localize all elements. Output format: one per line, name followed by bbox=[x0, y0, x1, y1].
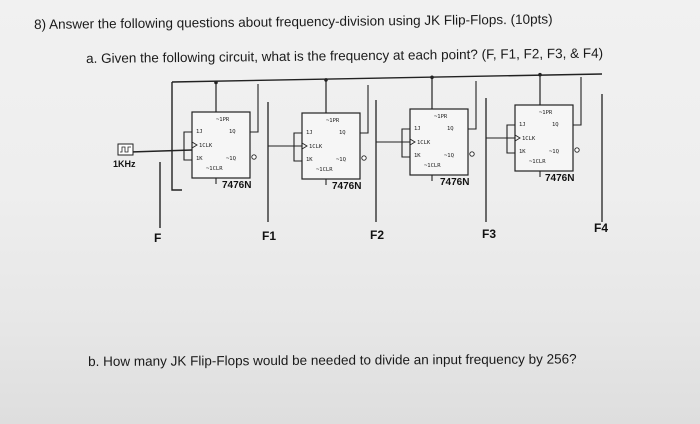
junction-dot bbox=[538, 72, 542, 77]
q-bar-bubble bbox=[251, 154, 257, 160]
flip-flop-body bbox=[514, 104, 574, 172]
clock-marker bbox=[514, 134, 521, 142]
jk-tie-wire bbox=[293, 132, 302, 162]
q-output-wire bbox=[360, 85, 369, 134]
clk-pin-label: 1CLK bbox=[417, 140, 431, 146]
input-pulse-icon bbox=[117, 143, 134, 156]
flip-flop-body bbox=[409, 108, 469, 176]
k-pin-label: 1K bbox=[519, 149, 526, 155]
junction-dot bbox=[324, 78, 328, 82]
point-label-f4: F4 bbox=[594, 221, 608, 235]
q-output-wire bbox=[468, 81, 477, 130]
flip-flop-stage-1: ~1PR 1J 1Q 1CLK 1K ~1Q~1CLR 7476N bbox=[183, 80, 269, 222]
jk-tie-wire bbox=[183, 131, 192, 161]
clear-pin-label: ~1CLR bbox=[316, 167, 333, 173]
jk-tie-wire bbox=[506, 124, 515, 154]
q-bar-pin-label: ~1Q bbox=[336, 157, 346, 163]
flip-flop-body bbox=[191, 111, 251, 179]
clear-pin-label: ~1CLR bbox=[529, 159, 546, 165]
point-label-f2: F2 bbox=[370, 228, 384, 242]
junction-dot bbox=[430, 75, 434, 80]
left-bus-wire bbox=[171, 82, 182, 191]
flip-flop-stage-3: ~1PR 1J 1Q 1CLK 1K ~1Q~1CLR 7476N bbox=[376, 75, 487, 222]
q-output-wire bbox=[573, 77, 582, 126]
preset-pin-label: ~1PR bbox=[434, 114, 448, 120]
q-bar-bubble bbox=[574, 147, 580, 153]
input-frequency-label: 1KHz bbox=[113, 159, 136, 169]
clk-pin-label: 1CLK bbox=[199, 143, 213, 149]
preset-pin-label: ~1PR bbox=[326, 118, 340, 124]
clear-pin-label: ~1CLR bbox=[206, 166, 223, 172]
clear-pin-label: ~1CLR bbox=[424, 163, 441, 169]
q-bar-pin-label: ~1Q bbox=[549, 149, 559, 155]
clock-marker bbox=[409, 138, 416, 146]
j-pin-label: 1J bbox=[196, 129, 203, 135]
point-label-f: F bbox=[154, 231, 161, 245]
clock-marker bbox=[191, 141, 198, 149]
clk-pin-label: 1CLK bbox=[309, 144, 323, 150]
q-pin-label: 1Q bbox=[447, 126, 454, 132]
q-pin-label: 1Q bbox=[339, 130, 346, 136]
point-label-f3: F3 bbox=[482, 227, 496, 241]
j-pin-label: 1J bbox=[306, 130, 313, 136]
q-pin-label: 1Q bbox=[229, 129, 236, 135]
q-bar-bubble bbox=[361, 155, 367, 161]
chip-label: 7476N bbox=[545, 173, 574, 184]
top-bus-wire bbox=[171, 73, 603, 83]
k-pin-label: 1K bbox=[414, 153, 421, 159]
j-pin-label: 1J bbox=[519, 122, 526, 128]
point-label-f1: F1 bbox=[262, 229, 276, 243]
clock-marker bbox=[301, 142, 308, 150]
q-bar-pin-label: ~1Q bbox=[444, 153, 454, 159]
q-bar-pin-label: ~1Q bbox=[226, 156, 236, 162]
jk-tie-wire bbox=[401, 128, 410, 158]
junction-dot bbox=[214, 80, 218, 85]
flip-flop-body bbox=[301, 112, 361, 180]
q-pin-label: 1Q bbox=[552, 122, 559, 128]
k-pin-label: 1K bbox=[196, 156, 203, 162]
q-bar-bubble bbox=[469, 151, 475, 157]
flip-flop-stage-4: ~1PR 1J 1Q 1CLK 1K ~1Q~1CLR 7476N bbox=[486, 72, 603, 222]
chip-label: 7476N bbox=[332, 181, 361, 192]
part-b-letter: b. bbox=[88, 353, 100, 369]
j-pin-label: 1J bbox=[414, 126, 421, 132]
part-b: b. How many JK Flip-Flops would be neede… bbox=[88, 351, 577, 369]
chip-label: 7476N bbox=[222, 180, 251, 191]
clk-pin-label: 1CLK bbox=[522, 136, 536, 142]
preset-pin-label: ~1PR bbox=[216, 117, 230, 123]
k-pin-label: 1K bbox=[306, 157, 313, 163]
flip-flop-stage-2: ~1PR 1J 1Q 1CLK 1K ~1Q~1CLR 7476N bbox=[268, 78, 377, 222]
part-b-text: How many JK Flip-Flops would be needed t… bbox=[103, 351, 577, 369]
preset-pin-label: ~1PR bbox=[539, 110, 553, 116]
q-output-wire bbox=[250, 84, 259, 133]
input-wire bbox=[129, 149, 193, 153]
chip-label: 7476N bbox=[440, 177, 469, 188]
